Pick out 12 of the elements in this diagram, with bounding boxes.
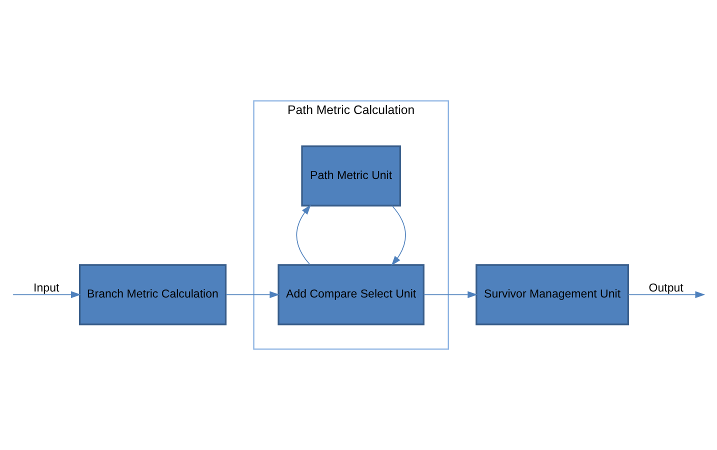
arrow bbox=[423, 291, 478, 298]
node-box: Branch Metric Calculation bbox=[78, 264, 227, 326]
node-box: Survivor Management Unit bbox=[476, 264, 629, 326]
node-box: Add Compare Select Unit bbox=[278, 264, 424, 326]
arrow bbox=[391, 205, 406, 266]
arrow bbox=[628, 291, 706, 298]
arrow bbox=[296, 204, 311, 266]
arrow bbox=[226, 291, 280, 298]
arrow bbox=[12, 291, 81, 298]
node-box: Path Metric Unit bbox=[301, 145, 401, 206]
edge-label: Output bbox=[648, 282, 684, 295]
edge-label: Input bbox=[34, 282, 60, 295]
